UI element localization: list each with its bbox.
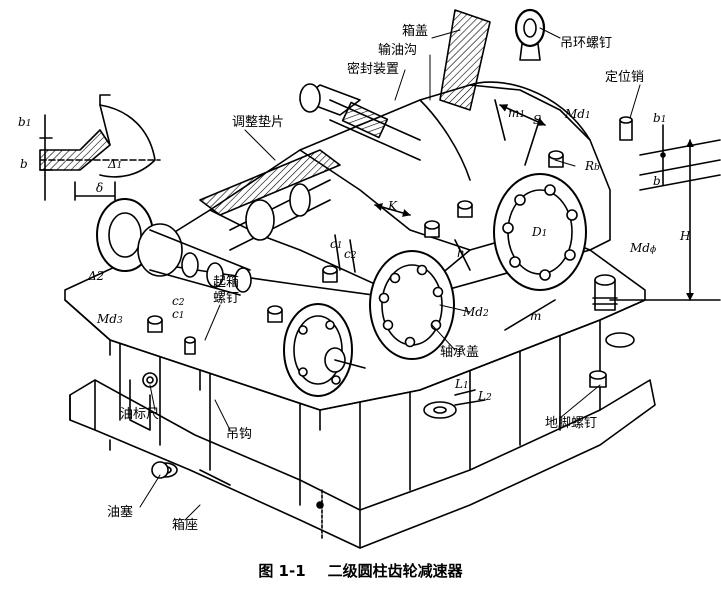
label-anchor-bolt: 地脚螺钉 — [545, 416, 598, 431]
label-lifting-eye-bolt: 吊环螺钉 — [560, 36, 613, 51]
middle-dimension-lines — [334, 99, 556, 406]
dim-k: K — [388, 199, 397, 213]
dim-b1-right: b1 — [653, 111, 667, 126]
dim-delta1: Δ1 — [108, 157, 123, 172]
dim-s: S — [533, 113, 542, 127]
box-cover-shape — [129, 8, 633, 301]
dim-mdphi: Mdϕ — [630, 241, 657, 256]
bearing-cover-middle — [369, 250, 455, 360]
label-locating-pin: 定位销 — [605, 70, 645, 85]
label-seal-device: 密封装置 — [347, 62, 400, 77]
right-dimension-lines — [609, 124, 721, 301]
input-shaft-shape — [199, 83, 421, 251]
figure-caption: 图 1-1 二级圆柱齿轮减速器 — [0, 560, 721, 581]
label-box-cover: 箱盖 — [402, 24, 429, 39]
caption-number: 图 1-1 — [258, 562, 306, 580]
dim-c1-left: c1 — [172, 307, 185, 322]
label-jack-bolt-line2: 螺钉 — [213, 291, 240, 306]
flange-bolts — [147, 150, 618, 388]
caption-title: 二级圆柱齿轮减速器 — [327, 562, 463, 580]
flange-detail-inset — [39, 94, 161, 201]
dim-l1: L1 — [455, 377, 469, 392]
dim-c1: c1 — [330, 237, 343, 252]
dim-md2: Md2 — [463, 305, 489, 320]
dim-b1-inset: b1 — [18, 115, 32, 130]
lower-housing-shape — [64, 249, 646, 479]
dim-h-small: h — [457, 246, 465, 260]
label-bearing-cover: 轴承盖 — [440, 345, 480, 360]
label-adjusting-shim: 调整垫片 — [232, 115, 285, 130]
label-oil-groove: 输油沟 — [378, 43, 418, 58]
dim-b-right: b — [653, 174, 661, 188]
dim-d1: D1 — [532, 225, 548, 240]
leader-lines — [139, 27, 641, 521]
label-hook: 吊钩 — [226, 427, 253, 442]
dim-md3: Md3 — [97, 312, 123, 327]
dim-c2-left: c2 — [172, 294, 185, 309]
label-box-base: 箱座 — [172, 518, 199, 533]
bearing-cover-large — [493, 173, 587, 291]
dim-b-inset: b — [20, 157, 28, 171]
dim-rb: Rb — [585, 159, 600, 174]
dim-delta2: Δ2 — [88, 269, 105, 283]
dim-delta: δ — [96, 181, 104, 195]
label-oil-plug: 油塞 — [107, 505, 134, 520]
dim-md1: Md1 — [565, 107, 591, 122]
label-jack-bolt-line1: 起箱 — [213, 275, 240, 290]
dim-l2: L2 — [478, 389, 492, 404]
dim-m: m — [530, 309, 542, 323]
label-dipstick: 油标尺 — [120, 407, 160, 422]
dim-h-big: H — [680, 229, 691, 243]
bearing-cover-small — [283, 303, 366, 397]
dim-c2: c2 — [344, 247, 357, 262]
dim-m1: m1 — [508, 106, 526, 121]
left-end-cover-shape — [96, 198, 252, 296]
